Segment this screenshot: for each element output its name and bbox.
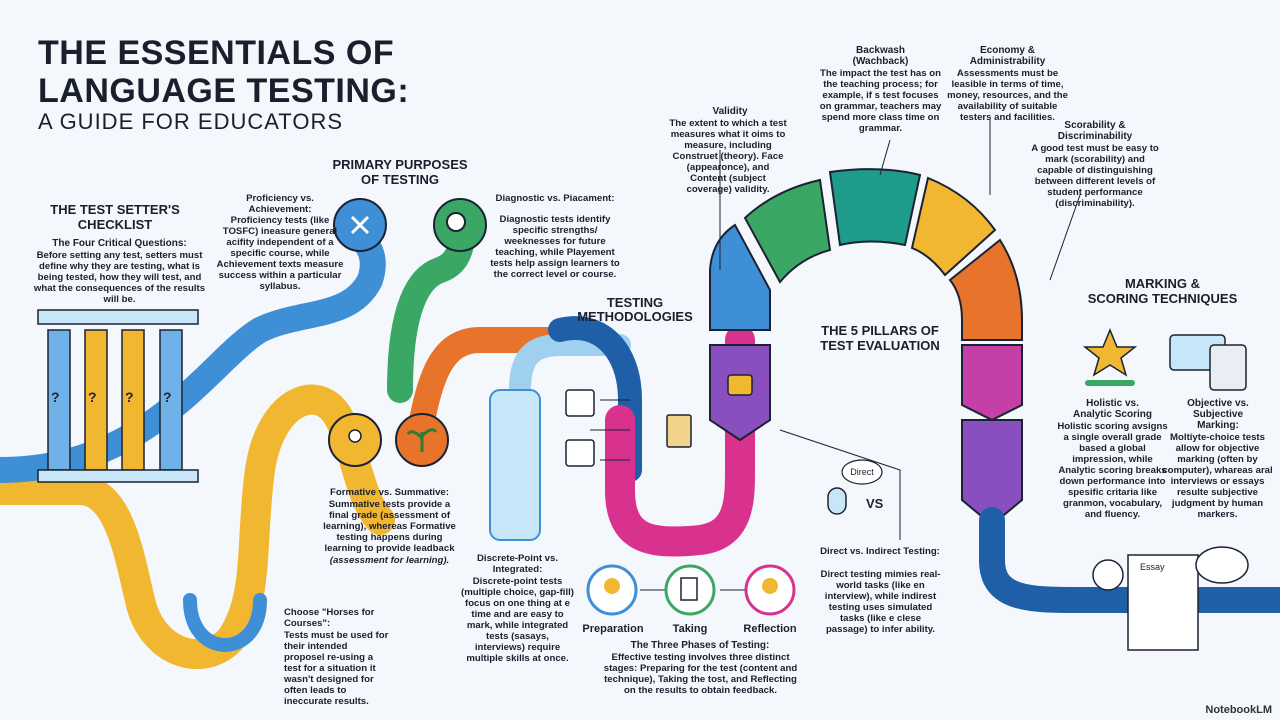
purposes-heading: PRIMARY PURPOSES OF TESTING xyxy=(332,157,468,187)
formative-title: Formative vs. Summative: xyxy=(330,487,449,498)
direct-body: Direct testing mimies real-world tasks (… xyxy=(820,569,941,635)
star-icon xyxy=(1082,328,1138,377)
microphone-icon xyxy=(827,487,847,515)
pillar-question-mark: ? xyxy=(163,389,172,405)
pillar-question-mark: ? xyxy=(88,389,97,405)
validity-body: The extent to which a test measures what… xyxy=(669,118,787,195)
orange-path xyxy=(407,327,573,443)
right-blue-path xyxy=(979,507,1280,613)
direct-bubble-label: Direct xyxy=(850,467,874,477)
horses-title: Choose "Horses for Courses": xyxy=(284,607,375,629)
vs-label: VS xyxy=(866,496,884,511)
checklist-heading: THE TEST SETTER'S CHECKLIST xyxy=(50,202,180,232)
holistic-body: Holistic scoring avsigns a single overal… xyxy=(1057,421,1168,520)
watermark: NotebookLM xyxy=(1205,704,1272,716)
objective-title: Objective vs. Subjective Marking: xyxy=(1187,398,1249,431)
marking-heading: MARKING & SCORING TECHNIQUES xyxy=(1087,276,1238,306)
horses-body: Tests must be used for their intended pr… xyxy=(284,630,389,707)
magenta-path xyxy=(605,325,755,557)
form-icon-2 xyxy=(565,439,595,467)
scorability-title: Scorability & Discriminability xyxy=(1057,120,1133,142)
checklist-body: Before setting any test, setters must de… xyxy=(33,250,206,305)
page-subtitle: A GUIDE FOR EDUCATORS xyxy=(38,109,344,134)
form-icon-1 xyxy=(565,389,595,417)
pillar-question-mark: ? xyxy=(51,389,60,405)
calculator-icon xyxy=(1209,344,1247,391)
checklist-subheading: The Four Critical Questions: xyxy=(52,238,187,249)
holistic-title: Holistic vs. Analytic Scoring xyxy=(1073,398,1152,420)
objective-body: Moltiyte-choice tests allow for objectiv… xyxy=(1162,432,1273,520)
essay-sheet xyxy=(1127,554,1199,651)
direct-bubble xyxy=(841,459,883,485)
navy-path xyxy=(548,316,642,482)
formative-italic: (assessment for learning). xyxy=(329,555,450,566)
economy-body: Assessments must be leasible in terms of… xyxy=(947,68,1068,123)
scale-bar xyxy=(1085,380,1135,386)
phases-body: Effective testing involves three distinc… xyxy=(603,652,798,696)
document-icon xyxy=(666,414,692,448)
proficiency-title: Proficiency vs. Achievement: xyxy=(246,193,314,215)
discrete-body: Discrete-point tests (multiple choice, g… xyxy=(461,576,574,664)
phase-label-taking: Taking xyxy=(672,623,708,635)
discrete-title: Discrete-Point vs. Integrated: xyxy=(476,553,559,575)
formative-body: Summative tests provide a final grade (a… xyxy=(323,499,456,554)
pillar-arch xyxy=(709,168,1023,527)
thought-scale-icon xyxy=(1195,546,1249,584)
question-bubble-icon xyxy=(1092,559,1124,591)
economy-title: Economy & Administrability xyxy=(969,45,1046,67)
phases-title: The Three Phases of Testing: xyxy=(630,640,770,651)
phase-label-reflection: Reflection xyxy=(743,623,797,635)
scorability-body: A good test must be easy to mark (scorab… xyxy=(1031,143,1159,209)
checklist-pillars xyxy=(37,309,199,483)
horseshoe-icon xyxy=(183,593,267,652)
lightblue-path xyxy=(509,334,631,401)
direct-title: Direct vs. Indirect Testing: xyxy=(820,546,940,557)
essay-label: Essay xyxy=(1140,562,1165,572)
phase-label-preparation: Preparation xyxy=(582,623,644,635)
methodologies-heading: TESTING METHODOLOGIES xyxy=(577,295,693,324)
diagnostic-body: Diagnostic tests identify specific stren… xyxy=(490,214,620,280)
page-title: THE ESSENTIALS OF LANGUAGE TESTING: xyxy=(38,34,410,110)
lock-icon xyxy=(727,374,753,396)
diagnostic-title: Diagnostic vs. Piacament: xyxy=(495,193,615,204)
validity-title: Validity xyxy=(712,106,748,117)
pillar-question-mark: ? xyxy=(125,389,134,405)
pillars-heading: THE 5 PILLARS OF TEST EVALUATION xyxy=(820,323,940,353)
proficiency-body: Proficiency tests (like TOSFC) ineasure … xyxy=(216,215,344,292)
backwash-title: Backwash (Wachback) xyxy=(852,45,909,67)
discrete-panel xyxy=(489,389,541,541)
backwash-body: The impact the test has on the teaching … xyxy=(819,68,942,134)
